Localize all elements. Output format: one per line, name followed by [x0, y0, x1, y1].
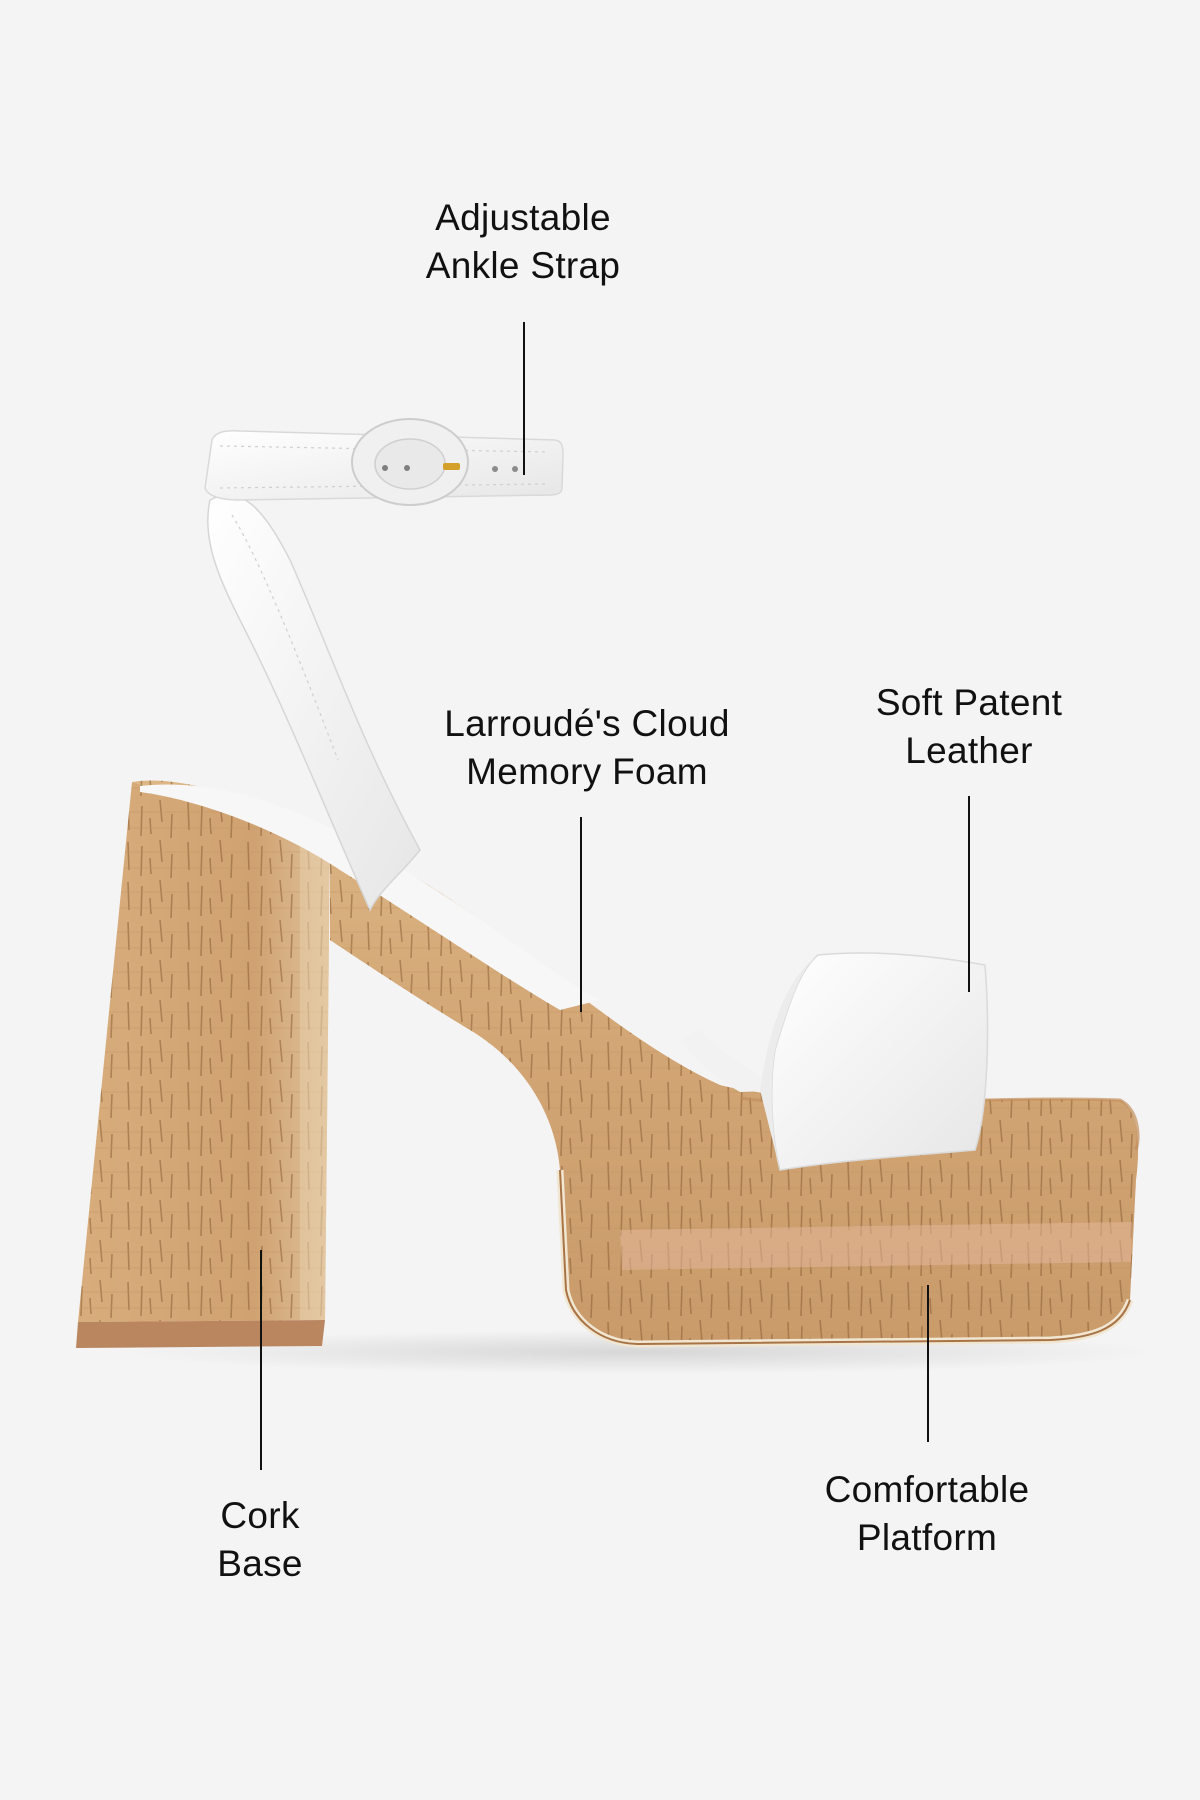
callout-line: Memory Foam	[466, 751, 708, 792]
callout-line: Comfortable	[824, 1469, 1030, 1510]
leader-line-ankle-strap	[523, 322, 525, 475]
callout-line: Adjustable	[435, 197, 611, 238]
callout-memory-foam: Larroudé's Cloud Memory Foam	[444, 700, 729, 796]
callout-cork-base: Cork Base	[217, 1492, 303, 1588]
callout-ankle-strap: Adjustable Ankle Strap	[426, 194, 621, 290]
callout-line: Soft Patent	[875, 682, 1063, 723]
heel-strap	[206, 494, 421, 912]
leader-line-memory-foam	[580, 817, 582, 1012]
heel-tip	[76, 1320, 325, 1348]
strap-hole	[512, 466, 518, 472]
toe-strap	[760, 952, 989, 1171]
callout-line: Ankle Strap	[425, 245, 621, 286]
buckle-pin	[443, 463, 460, 470]
callout-line: Cork	[220, 1495, 300, 1536]
callout-line: Leather	[905, 730, 1033, 771]
leader-line-patent-leather	[968, 796, 970, 992]
callout-platform: Comfortable Platform	[825, 1466, 1030, 1562]
callout-line: Base	[217, 1543, 303, 1584]
leader-line-platform	[927, 1285, 929, 1442]
callout-line: Larroudé's Cloud	[444, 703, 730, 744]
memory-foam-insole	[140, 784, 600, 1010]
cork-heel	[76, 782, 330, 1348]
callout-line: Platform	[856, 1517, 998, 1558]
cork-platform	[132, 780, 1140, 1348]
strap-hole	[492, 466, 498, 472]
buckle	[351, 418, 469, 506]
leader-line-cork-base	[260, 1250, 262, 1470]
callout-patent-leather: Soft Patent Leather	[876, 679, 1062, 775]
